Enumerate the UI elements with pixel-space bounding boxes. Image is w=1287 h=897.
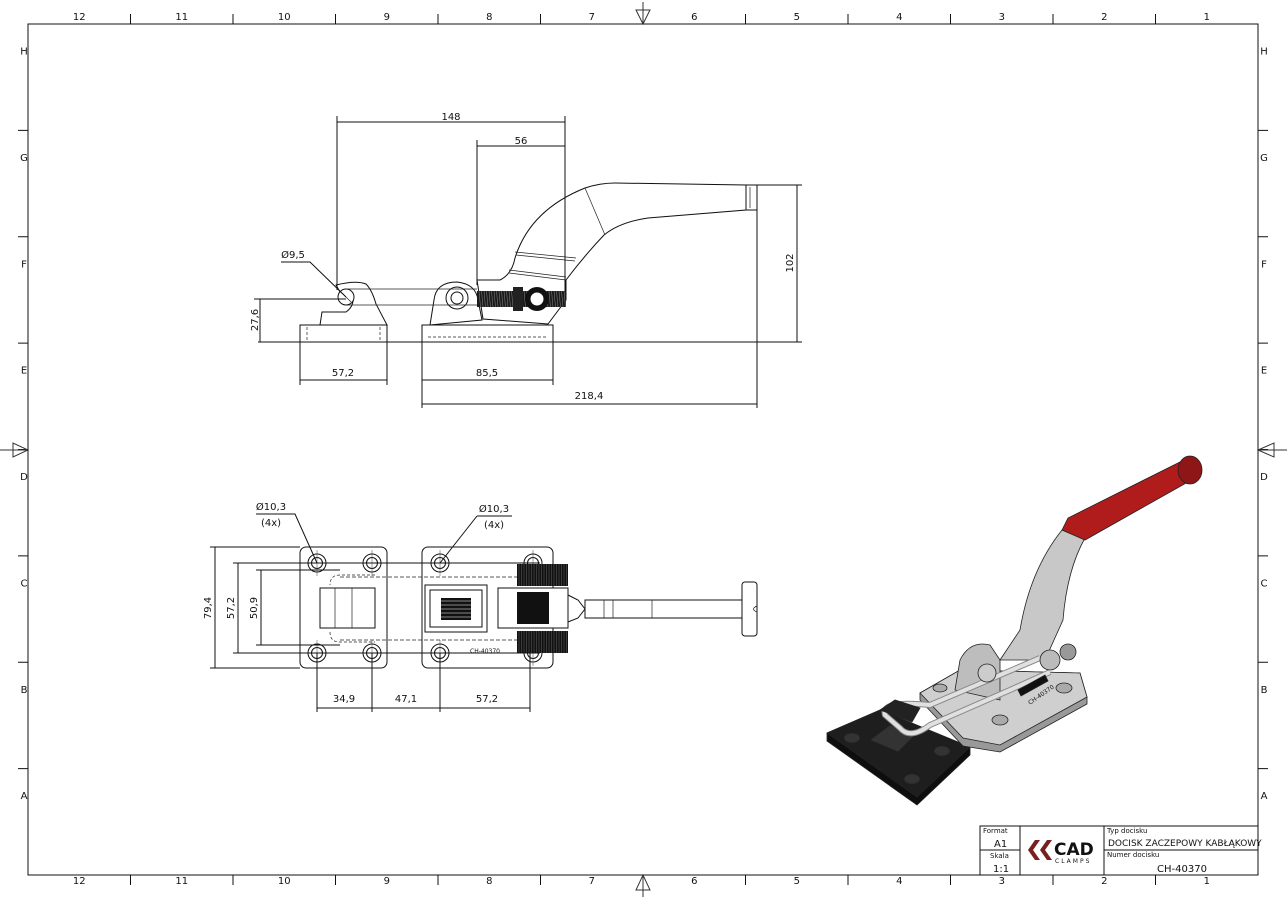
center-mark-left xyxy=(0,442,30,458)
row-label: D xyxy=(1260,472,1268,483)
hook-side xyxy=(319,281,388,326)
column-label: 12 xyxy=(73,876,86,887)
top-view: CH-40370 79,4 57,2 50,9 34,9 47,1 57,2 xyxy=(203,501,758,712)
dim-hole-left: Ø10,3 xyxy=(256,501,286,513)
dim-79-4: 79,4 xyxy=(203,597,214,619)
column-label: 6 xyxy=(691,12,697,23)
dim-57-2-vertical: 57,2 xyxy=(226,597,237,619)
type-value: DOCISK ZACZEPOWY KABŁĄKOWY xyxy=(1108,839,1262,849)
iso-handle-grip xyxy=(1061,461,1196,541)
dim-56: 56 xyxy=(515,136,528,147)
logo-main-text: CAD xyxy=(1054,840,1094,860)
dim-hole-right: Ø10,3 xyxy=(479,503,509,515)
row-label: A xyxy=(21,791,28,802)
format-label: Format xyxy=(983,827,1008,835)
dim-hole-left-count: (4x) xyxy=(261,518,281,529)
drawing-frame xyxy=(27,23,1259,876)
column-label: 3 xyxy=(999,876,1005,887)
scale-value: 1:1 xyxy=(993,864,1009,875)
row-label: C xyxy=(1261,578,1268,589)
row-label: D xyxy=(20,472,28,483)
format-value: A1 xyxy=(994,839,1007,850)
row-label: F xyxy=(1261,259,1267,270)
part-marking-top: CH-40370 xyxy=(470,648,500,655)
column-label: 7 xyxy=(589,876,595,887)
dim-57-2-side: 57,2 xyxy=(332,368,354,379)
row-label: B xyxy=(21,685,28,696)
row-label: B xyxy=(1261,685,1268,696)
dim-47-1: 47,1 xyxy=(395,694,417,705)
column-label: 3 xyxy=(999,12,1005,23)
column-label: 1 xyxy=(1204,12,1210,23)
number-label: Numer docisku xyxy=(1107,851,1159,859)
column-label: 1 xyxy=(1204,876,1210,887)
column-label: 2 xyxy=(1101,12,1107,23)
frame-ticks xyxy=(18,14,1268,885)
row-label: F xyxy=(21,259,27,270)
row-label: A xyxy=(1261,791,1268,802)
clamp-base-side xyxy=(421,324,554,343)
column-label: 10 xyxy=(278,876,291,887)
column-label: 11 xyxy=(175,12,188,23)
isometric-view: CH-40370 xyxy=(826,455,1203,806)
dim-57-2-horizontal: 57,2 xyxy=(476,694,498,705)
row-label: E xyxy=(1261,366,1267,377)
iso-handle-steel xyxy=(999,529,1086,661)
column-label: 8 xyxy=(486,876,492,887)
dim-50-9: 50,9 xyxy=(249,597,260,619)
handle-end-cap xyxy=(745,184,758,211)
handle-side xyxy=(476,182,747,325)
row-label: E xyxy=(21,366,27,377)
side-view: 148 56 102 27,6 57,2 85,5 218,4 Ø9,5 xyxy=(250,112,802,408)
row-label: G xyxy=(20,153,28,164)
type-label: Typ docisku xyxy=(1106,827,1147,835)
column-label: 8 xyxy=(486,12,492,23)
dim-hole-right-count: (4x) xyxy=(484,520,504,531)
column-label: 5 xyxy=(794,12,800,23)
title-block: Format A1 Skala 1:1 CAD CLAMPS Typ docis… xyxy=(979,825,1262,876)
row-labels: H H G G F F E E D D C C B B A A xyxy=(20,47,1268,803)
spring-bottom xyxy=(517,631,568,653)
iso-grip-end xyxy=(1177,455,1203,485)
column-label: 9 xyxy=(384,876,390,887)
dim-34-9: 34,9 xyxy=(333,694,355,705)
dim-85-5: 85,5 xyxy=(476,368,498,379)
cad-clamps-logo: CAD CLAMPS xyxy=(1028,840,1094,865)
iso-clamp-base xyxy=(919,669,1088,746)
column-label: 4 xyxy=(896,12,902,23)
dim-27-6: 27,6 xyxy=(250,309,261,331)
row-label: G xyxy=(1260,153,1268,164)
row-label: C xyxy=(21,578,28,589)
spring-top xyxy=(517,564,568,586)
scale-label: Skala xyxy=(990,852,1009,860)
number-value: CH-40370 xyxy=(1157,864,1207,875)
center-mark-right xyxy=(1256,442,1287,458)
column-label: 4 xyxy=(896,876,902,887)
logo-sub-text: CLAMPS xyxy=(1055,858,1091,865)
center-mark-top xyxy=(635,2,651,26)
column-label: 6 xyxy=(691,876,697,887)
column-label: 10 xyxy=(278,12,291,23)
center-mark-bottom xyxy=(635,873,651,897)
dim-102: 102 xyxy=(785,253,796,272)
dim-148: 148 xyxy=(441,112,460,123)
column-label: 9 xyxy=(384,12,390,23)
t-handle-end xyxy=(741,581,758,637)
row-label: H xyxy=(20,47,28,58)
rod-top xyxy=(584,599,743,619)
column-label: 12 xyxy=(73,12,86,23)
dim-hole-9-5: Ø9,5 xyxy=(281,249,305,261)
row-label: H xyxy=(1260,47,1268,58)
dim-218-4: 218,4 xyxy=(575,391,604,402)
column-label: 5 xyxy=(794,876,800,887)
column-label: 7 xyxy=(589,12,595,23)
column-label: 2 xyxy=(1101,876,1107,887)
column-label: 11 xyxy=(175,876,188,887)
latch-plate-side xyxy=(299,324,388,343)
